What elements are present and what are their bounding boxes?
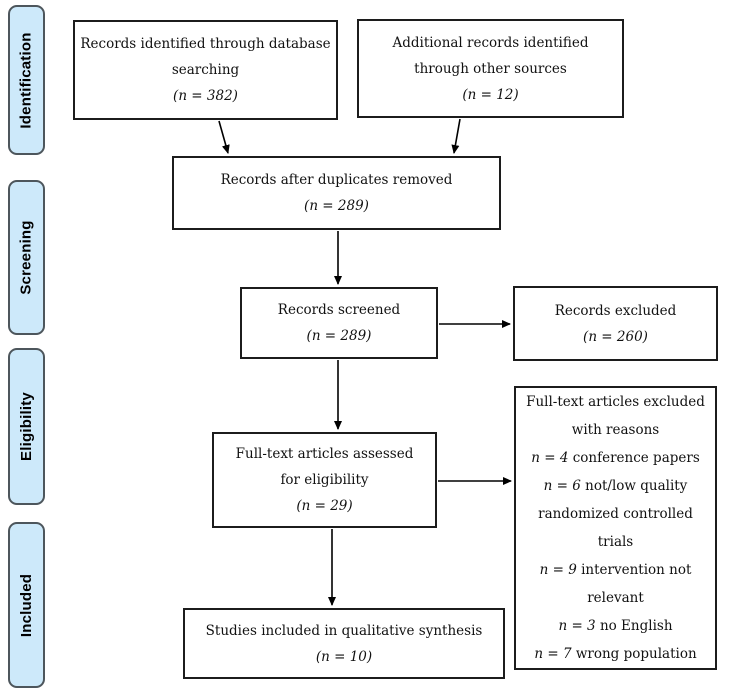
box-records-screened: Records screened (n = 289) xyxy=(240,287,438,359)
box-text-line: n = 3 no English xyxy=(558,612,672,640)
count-prefix: n = 6 xyxy=(543,478,581,494)
box-text-line: relevant xyxy=(587,584,644,612)
line-text: wrong population xyxy=(571,646,697,662)
box-text-line: trials xyxy=(598,528,634,556)
count-prefix: n = 3 xyxy=(558,618,596,634)
line-text: intervention not xyxy=(576,562,692,578)
box-text-line: searching xyxy=(171,62,240,78)
box-count: (n = 289) xyxy=(304,198,369,214)
stage-label-text: Included xyxy=(18,573,35,637)
box-text-line: through other sources xyxy=(414,60,567,77)
stage-label-eligibility: Eligibility xyxy=(8,348,45,505)
count-prefix: n = 4 xyxy=(531,450,569,466)
box-count: (n = 382) xyxy=(173,88,238,104)
count-prefix: n = 9 xyxy=(539,562,577,578)
box-count: (n = 260) xyxy=(583,328,648,345)
box-text-line: for eligibility xyxy=(280,472,369,488)
box-count: (n = 10) xyxy=(315,648,373,665)
stage-label-text: Eligibility xyxy=(18,392,35,461)
box-text-line: Records after duplicates removed xyxy=(220,172,453,188)
box-text-line: n = 6 not/low quality xyxy=(544,472,688,500)
box-count: (n = 12) xyxy=(462,86,519,103)
line-text: not/low quality xyxy=(580,478,688,494)
box-text-line: Records excluded xyxy=(554,302,677,319)
stage-label-identification: Identification xyxy=(8,5,45,155)
line-text: conference papers xyxy=(568,450,700,466)
box-text-line: randomized controlled xyxy=(538,500,693,528)
line-text: no English xyxy=(595,618,673,634)
box-count: (n = 29) xyxy=(296,498,353,514)
stage-label-screening: Screening xyxy=(8,180,45,335)
box-records-excluded: Records excluded (n = 260) xyxy=(513,286,718,361)
box-text-line: n = 4 conference papers xyxy=(531,444,700,472)
box-records-identified: Records identified through database sear… xyxy=(73,20,338,120)
count-prefix: n = 7 xyxy=(534,646,572,662)
box-text-line: Additional records identified xyxy=(392,34,589,51)
box-text-line: Full-text articles assessed xyxy=(235,446,414,462)
box-qualitative-synthesis: Studies included in qualitative synthesi… xyxy=(183,608,505,679)
line-text: randomized controlled xyxy=(538,506,693,522)
box-duplicates-removed: Records after duplicates removed (n = 28… xyxy=(172,156,501,230)
box-fulltext-excluded: Full-text articles excluded with reasons… xyxy=(514,386,717,670)
arrow-additional-to-duplicates xyxy=(451,118,461,154)
box-additional-records: Additional records identified through ot… xyxy=(357,19,624,118)
box-count: (n = 289) xyxy=(306,328,372,344)
line-text: with reasons xyxy=(571,422,660,438)
box-text-line: Records screened xyxy=(277,302,401,318)
stage-label-text: Screening xyxy=(18,220,36,295)
arrow-identified-to-duplicates xyxy=(218,120,230,154)
line-text: relevant xyxy=(587,590,644,606)
box-fulltext-assessed: Full-text articles assessed for eligibil… xyxy=(212,432,437,528)
stage-label-included: Included xyxy=(8,522,45,688)
line-text: trials xyxy=(597,534,634,550)
box-text-line: n = 9 intervention not xyxy=(540,556,692,584)
box-text-line: Records identified through database xyxy=(80,36,331,52)
box-text-line: Full-text articles excluded xyxy=(526,388,705,416)
box-text-line: with reasons xyxy=(572,416,659,444)
stage-label-text: Identification xyxy=(18,31,36,129)
box-text-line: Studies included in qualitative synthesi… xyxy=(205,622,483,639)
line-text: Full-text articles excluded xyxy=(526,394,705,410)
box-text-line: n = 7 wrong population xyxy=(534,640,696,668)
